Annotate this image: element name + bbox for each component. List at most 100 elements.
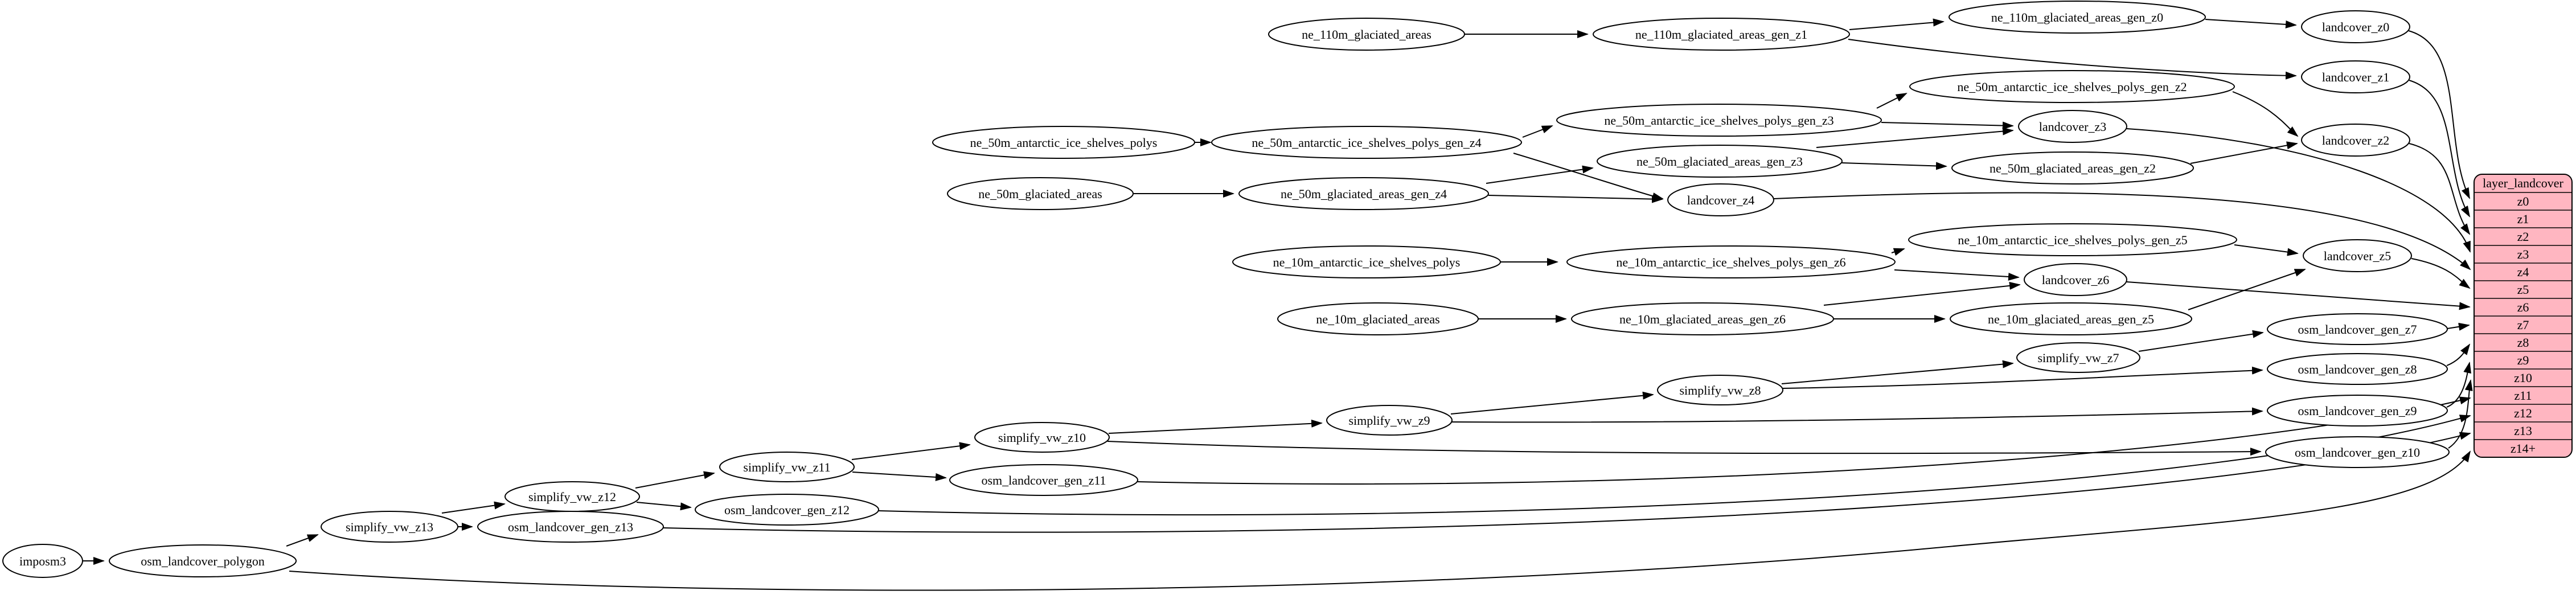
edge-ne50_glac_gen_z2--landcover_z2 xyxy=(2190,141,2298,164)
node-label: ne_10m_antarctic_ice_shelves_polys_gen_z… xyxy=(1616,255,1845,269)
node-label: imposm3 xyxy=(19,554,66,568)
table-row-z14plus: z14+ xyxy=(2511,441,2536,456)
edge-landcover_z6--row_z6 xyxy=(2126,281,2471,310)
node-osm_landcover_gen_z13: osm_landcover_gen_z13 xyxy=(477,511,664,543)
node-label: simplify_vw_z11 xyxy=(743,460,830,474)
node-label: ne_50m_antarctic_ice_shelves_polys_gen_z… xyxy=(1252,136,1481,150)
edge-ne10_ice_gen_z5--landcover_z5 xyxy=(2234,244,2299,256)
edges-layer xyxy=(83,18,2473,591)
edge-simplify_vw_z10--gen_z10 xyxy=(1107,441,2262,456)
node-ne_50m_glaciated_areas_gen_z3: ne_50m_glaciated_areas_gen_z3 xyxy=(1597,145,1843,178)
node-label: osm_landcover_gen_z7 xyxy=(2298,322,2417,337)
node-osm_landcover_gen_z10: osm_landcover_gen_z10 xyxy=(2265,436,2450,468)
node-ne_50m_glaciated_areas: ne_50m_glaciated_areas xyxy=(947,177,1134,210)
node-label: ne_50m_glaciated_areas xyxy=(978,187,1102,201)
edge-ne10_glac_gen_z5--landcover_z5 xyxy=(2188,269,2306,310)
edge-ne10_ice_gen_z6--gen_z5 xyxy=(1891,248,1905,256)
edge-simplify_vw_z8--gen_z8 xyxy=(1781,366,2263,389)
node-label: osm_landcover_gen_z11 xyxy=(981,473,1106,487)
edge-simplify_vw_z10--z9 xyxy=(1108,419,1323,434)
node-label: simplify_vw_z12 xyxy=(528,490,616,504)
table-row-z4: z4 xyxy=(2517,265,2529,279)
edge-simplify_vw_z11--z10 xyxy=(851,442,971,460)
node-ne_50m_glaciated_areas_gen_z2: ne_50m_glaciated_areas_gen_z2 xyxy=(1951,151,2194,184)
layer-landcover-table: layer_landcover z0 z1 z2 z3 z4 z5 z6 z7 … xyxy=(2474,174,2573,458)
edge-landcover_z1--row_z1 xyxy=(2409,80,2471,218)
node-osm_landcover_gen_z7: osm_landcover_gen_z7 xyxy=(2267,313,2448,345)
node-landcover_z2: landcover_z2 xyxy=(2301,124,2410,157)
node-label: ne_110m_glaciated_areas_gen_z0 xyxy=(1991,10,2163,24)
table-row-z10: z10 xyxy=(2514,371,2532,385)
node-label: landcover_z4 xyxy=(1687,193,1755,207)
node-label: landcover_z3 xyxy=(2039,120,2107,134)
edge-landcover_z5--row_z5 xyxy=(2411,258,2471,289)
edge-simplify_vw_z7--gen_z7 xyxy=(2138,330,2264,352)
node-label: ne_10m_glaciated_areas_gen_z6 xyxy=(1619,312,1786,326)
node-ne_50m_glaciated_areas_gen_z4: ne_50m_glaciated_areas_gen_z4 xyxy=(1238,177,1489,210)
node-osm_landcover_gen_z12: osm_landcover_gen_z12 xyxy=(695,494,879,526)
edge-gen_z0--landcover_z0 xyxy=(2205,19,2297,28)
edge-landcover_z2--row_z2 xyxy=(2409,143,2471,235)
edge-simplify_vw_z12--z11 xyxy=(635,471,715,489)
node-label: simplify_vw_z9 xyxy=(1349,413,1430,428)
node-landcover_z6: landcover_z6 xyxy=(2024,263,2127,296)
edge-simplify_vw_z11--gen_z11 xyxy=(852,471,947,481)
node-label: ne_50m_antarctic_ice_shelves_polys xyxy=(970,136,1158,150)
node-label: landcover_z1 xyxy=(2322,70,2390,84)
node-label: osm_landcover_gen_z12 xyxy=(724,503,850,517)
edge-ne50_glac_gen_z3--landcover_z3 xyxy=(1816,127,2014,148)
node-label: landcover_z2 xyxy=(2322,133,2390,147)
edge-landcover_z3--row_z3 xyxy=(2126,128,2471,253)
table-row-z5: z5 xyxy=(2517,282,2529,297)
edge-gen_z8--row_z8 xyxy=(2446,343,2471,366)
edge-polygon--simplify_vw_z13 xyxy=(286,534,319,547)
edge-ne50_ice_gen_z3--landcover_z3 xyxy=(1881,121,2014,130)
node-simplify_vw_z9: simplify_vw_z9 xyxy=(1326,405,1453,436)
node-label: landcover_z5 xyxy=(2324,249,2392,263)
node-label: landcover_z6 xyxy=(2042,273,2110,287)
edge-ne50_ice_gen_z2--landcover_z2 xyxy=(2232,91,2299,137)
node-ne_50m_antarctic_ice_shelves_polys_gen_z4: ne_50m_antarctic_ice_shelves_polys_gen_z… xyxy=(1211,126,1522,159)
node-ne_110m_glaciated_areas: ne_110m_glaciated_areas xyxy=(1268,18,1465,51)
node-label: landcover_z0 xyxy=(2322,20,2390,34)
edge-simplify_vw_z8--z7 xyxy=(1781,360,2014,384)
node-osm_landcover_gen_z9: osm_landcover_gen_z9 xyxy=(2267,395,2448,427)
node-landcover_z5: landcover_z5 xyxy=(2303,239,2412,272)
node-label: osm_landcover_polygon xyxy=(141,554,265,568)
edge-ne50_glac_gen_z3--gen_z2 xyxy=(1841,162,1947,170)
node-label: osm_landcover_gen_z8 xyxy=(2298,362,2417,376)
node-label: osm_landcover_gen_z13 xyxy=(508,520,633,534)
table-row-z1: z1 xyxy=(2517,212,2529,226)
node-osm_landcover_gen_z8: osm_landcover_gen_z8 xyxy=(2267,353,2448,385)
table-row-z11: z11 xyxy=(2515,388,2532,403)
node-label: simplify_vw_z10 xyxy=(998,430,1086,445)
edge-gen_z10--row_z10 xyxy=(2448,379,2473,449)
node-label: ne_50m_antarctic_ice_shelves_polys_gen_z… xyxy=(1604,113,1833,128)
node-label: ne_10m_antarctic_ice_shelves_polys xyxy=(1273,255,1461,269)
edge-ne50_ice_gen_z3--gen_z2 xyxy=(1876,93,1908,109)
node-label: ne_50m_glaciated_areas_gen_z3 xyxy=(1636,154,1803,169)
node-osm_landcover_gen_z11: osm_landcover_gen_z11 xyxy=(949,464,1138,496)
node-simplify_vw_z7: simplify_vw_z7 xyxy=(2016,342,2140,373)
node-landcover_z0: landcover_z0 xyxy=(2301,10,2410,43)
node-simplify_vw_z13: simplify_vw_z13 xyxy=(321,511,458,543)
edge-ne50_glac_gen_z4--landcover_z4 xyxy=(1488,195,1663,203)
edge-simplify_vw_z13--z12 xyxy=(441,501,506,514)
edge-gen_z12--row_z12 xyxy=(878,415,2471,516)
edge-simplify_vw_z12--gen_z12 xyxy=(636,502,692,511)
node-label: ne_50m_glaciated_areas_gen_z4 xyxy=(1281,187,1447,201)
node-ne_50m_antarctic_ice_shelves_polys_gen_z3: ne_50m_antarctic_ice_shelves_polys_gen_z… xyxy=(1556,104,1882,137)
node-ne_10m_antarctic_ice_shelves_polys_gen_z5: ne_10m_antarctic_ice_shelves_polys_gen_z… xyxy=(1908,223,2237,256)
node-ne_10m_glaciated_areas_gen_z6: ne_10m_glaciated_areas_gen_z6 xyxy=(1571,302,1834,335)
node-label: ne_110m_glaciated_areas xyxy=(1302,27,1431,42)
node-label: osm_landcover_gen_z9 xyxy=(2298,404,2417,418)
edge-ne10_ice_gen_z6--landcover_z6 xyxy=(1894,269,2020,281)
table-title: layer_landcover xyxy=(2483,176,2563,190)
node-ne_10m_antarctic_ice_shelves_polys: ne_10m_antarctic_ice_shelves_polys xyxy=(1232,245,1501,278)
edge-landcover_z0--row_z0 xyxy=(2408,30,2470,199)
node-label: ne_110m_glaciated_areas_gen_z1 xyxy=(1635,27,1807,42)
node-label: simplify_vw_z8 xyxy=(1680,383,1761,397)
edge-simplify_vw_z9--gen_z9 xyxy=(1450,407,2263,423)
